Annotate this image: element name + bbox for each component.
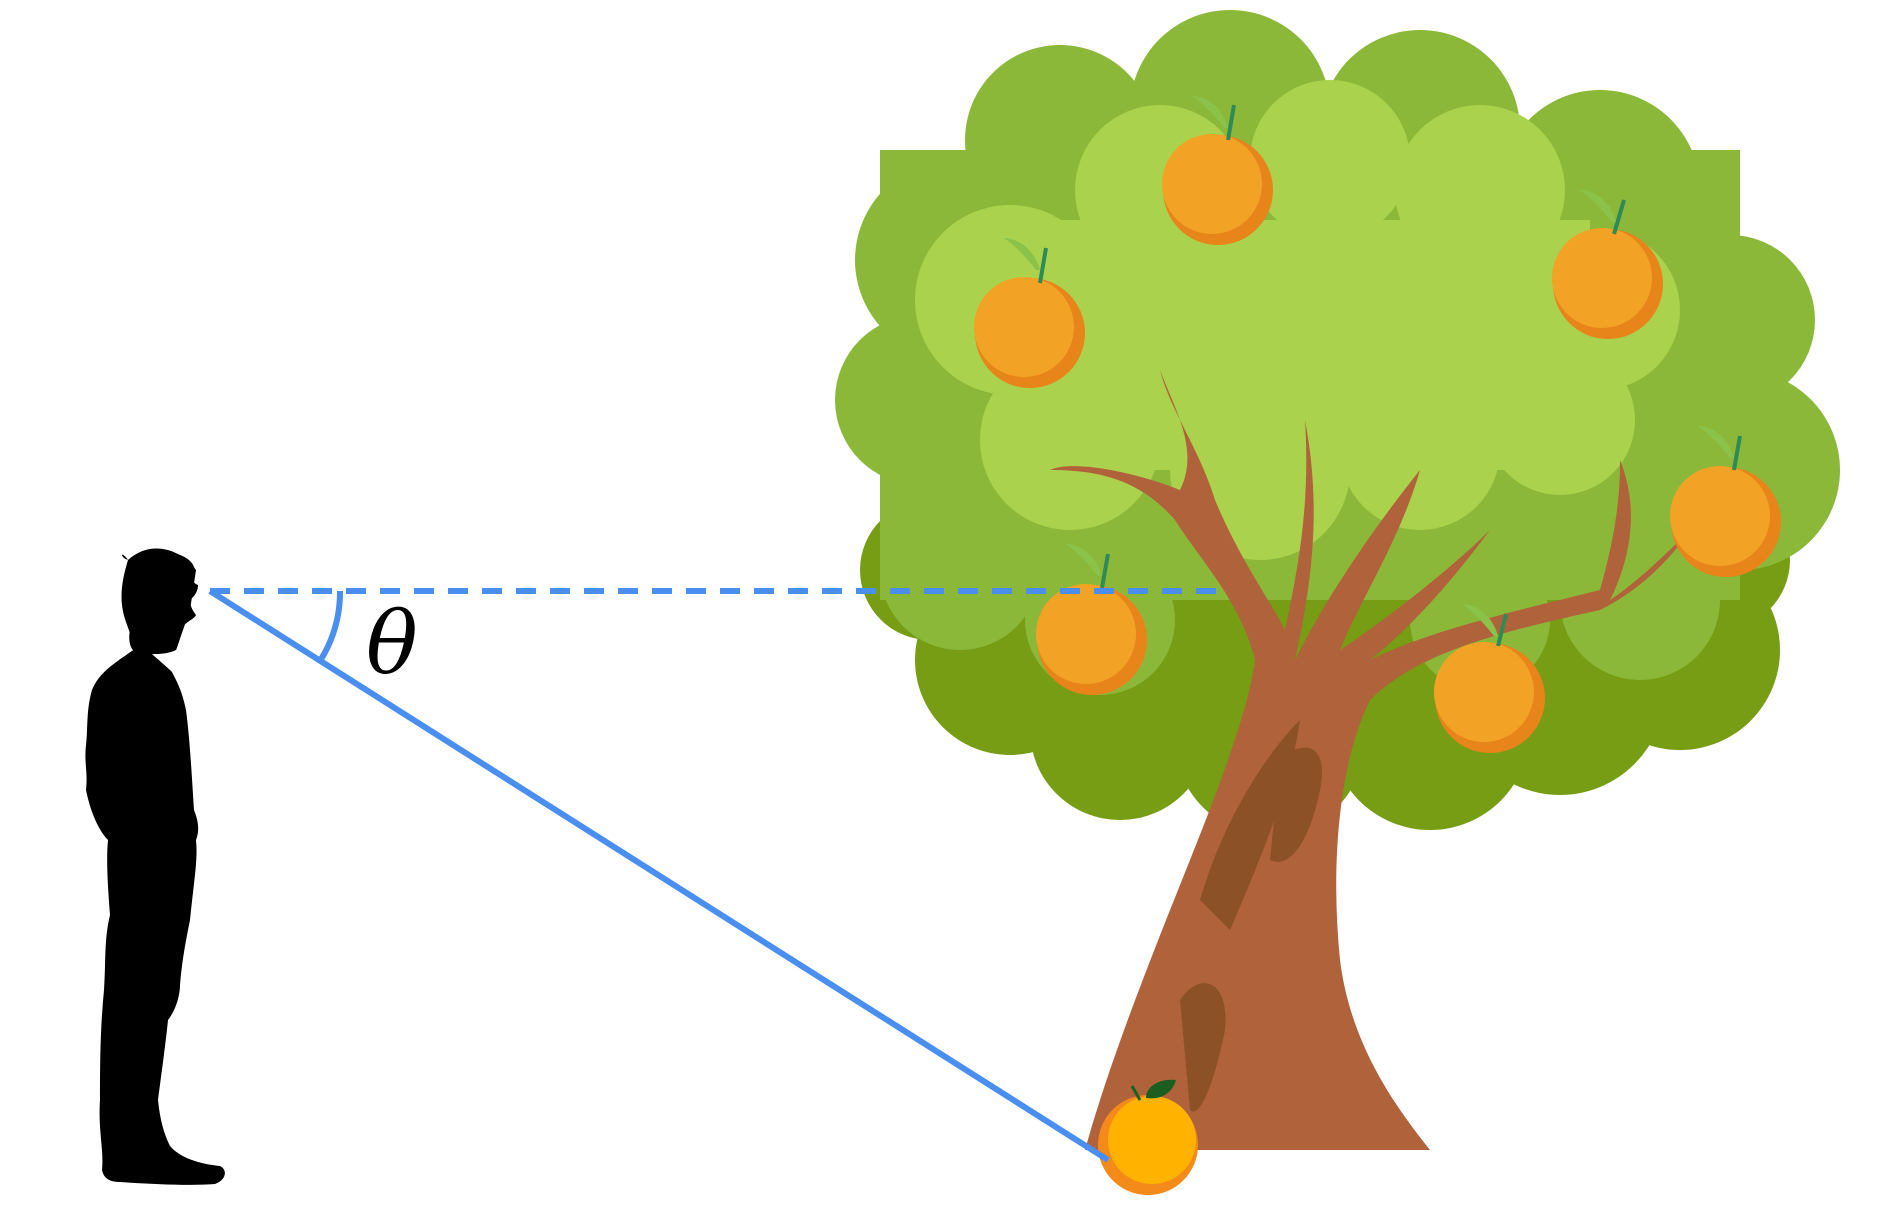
orange-icon [1434,604,1545,753]
fallen-orange-icon [1098,1079,1198,1195]
orange-icon [1036,544,1147,695]
orange-icon [1670,426,1781,577]
orange-icon [974,238,1085,388]
person-silhouette-icon [85,548,225,1185]
line-of-sight [208,588,1110,1163]
sight-lines: θ [208,588,1225,1163]
tree-trunk [1050,370,1690,1150]
tree-oranges [974,96,1781,753]
angle-arc [317,590,344,663]
orange-icon [1162,96,1273,245]
orange-icon [1552,190,1663,339]
orange-tree-icon [835,10,1840,1150]
angle-label: θ [366,594,418,694]
